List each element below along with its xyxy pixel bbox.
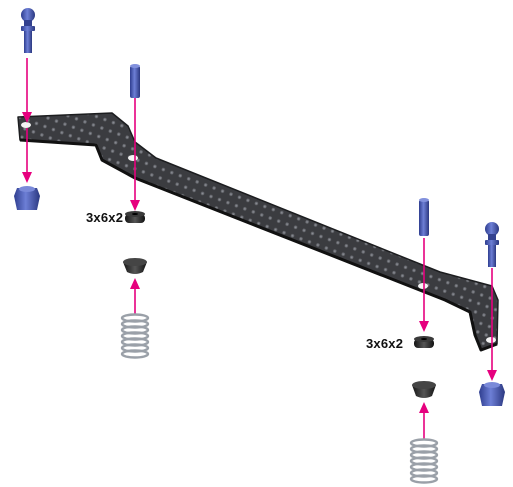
spacer-left: [125, 211, 145, 223]
spring-left: [120, 313, 150, 359]
spacer-size-label-left: 3x6x2: [86, 210, 123, 225]
spacer-right: [414, 336, 434, 348]
plate-hole: [418, 283, 428, 289]
arrow-head: [130, 200, 140, 211]
spring-right: [409, 438, 439, 484]
standoff-post-right: [419, 198, 429, 236]
arrow-head: [22, 112, 32, 123]
plate-hole: [128, 155, 138, 161]
arrow-head: [419, 402, 429, 413]
assembly-arrows: [22, 58, 497, 440]
spring-cap-right: [412, 381, 436, 398]
standoff-post-left: [130, 64, 140, 98]
ball-stud-left: [21, 8, 35, 53]
lock-nut-right: [479, 382, 505, 406]
lock-nut-left: [14, 186, 40, 210]
arrow-head: [22, 172, 32, 183]
plate-hole: [486, 337, 496, 343]
arrow-head: [487, 370, 497, 381]
ball-stud-right: [485, 222, 499, 267]
arrow-head: [419, 321, 429, 332]
arrow-head: [130, 278, 140, 289]
plate-hole: [21, 122, 31, 128]
spacer-size-label-right: 3x6x2: [366, 336, 403, 351]
spring-cap-left: [123, 258, 147, 274]
